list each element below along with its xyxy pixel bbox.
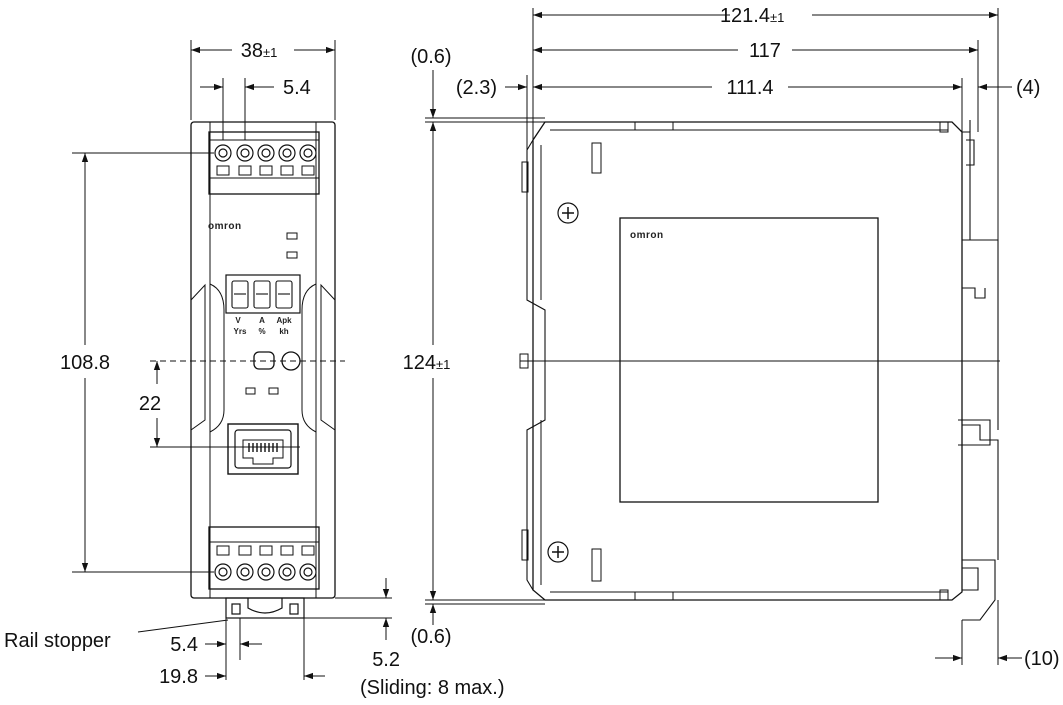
dim-stopper-note: (Sliding: 8 max.) bbox=[360, 677, 505, 699]
screw-icon bbox=[557, 202, 579, 224]
dim-height: 124 bbox=[403, 352, 436, 374]
unit-label: V bbox=[235, 316, 241, 325]
led-indicator bbox=[286, 251, 298, 259]
dim-body-depth: 117 bbox=[749, 40, 781, 62]
dim-bottom-gap: (0.6) bbox=[410, 626, 451, 648]
rail-stopper-label: Rail stopper bbox=[4, 630, 111, 652]
dim-right-step: (4) bbox=[1016, 77, 1040, 99]
front-dimension-lines bbox=[72, 40, 392, 680]
unit-label: % bbox=[258, 327, 265, 336]
brand-logo-side: omron bbox=[630, 230, 664, 241]
dim-left-step: (2.3) bbox=[456, 77, 497, 99]
led-indicator bbox=[286, 232, 298, 240]
dim-terminal-pitch: 5.4 bbox=[283, 77, 311, 99]
side-label-panel bbox=[619, 217, 879, 503]
dim-terminal-span: 108.8 bbox=[60, 352, 110, 374]
led-indicator bbox=[268, 387, 279, 395]
dim-port-offset: 22 bbox=[139, 393, 161, 415]
unit-label: A bbox=[259, 316, 265, 325]
screw-icon bbox=[547, 541, 569, 563]
dim-stopper-travel: 5.2 bbox=[372, 649, 400, 671]
dim-overall-depth: 121.4 bbox=[720, 5, 770, 27]
dim-height-tol: ±1 bbox=[436, 357, 450, 372]
dim-top-gap: (0.6) bbox=[410, 46, 451, 68]
unit-label: kh bbox=[279, 327, 288, 336]
dim-stopper-pitch: 5.4 bbox=[170, 634, 198, 656]
side-dimension-lines bbox=[425, 8, 1022, 665]
led-indicator bbox=[245, 387, 256, 395]
front-view bbox=[190, 121, 336, 619]
side-view bbox=[519, 120, 999, 621]
brand-logo-front: omron bbox=[208, 221, 242, 232]
dim-overall-depth-tol: ±1 bbox=[770, 10, 784, 25]
bottom-terminal-block bbox=[208, 526, 320, 590]
rail-stopper bbox=[225, 597, 305, 619]
dim-inner-depth: 111.4 bbox=[726, 77, 773, 99]
seven-segment-display bbox=[225, 274, 301, 314]
din-rail-clip bbox=[958, 120, 999, 621]
unit-label: Yrs bbox=[234, 327, 247, 336]
dim-front-width-tol: ±1 bbox=[263, 45, 277, 60]
display-digits bbox=[231, 280, 293, 309]
rj45-port bbox=[227, 423, 299, 475]
top-terminal-block bbox=[208, 131, 320, 195]
dim-front-width: 38 bbox=[241, 40, 263, 62]
dim-rail-clip: (10) bbox=[1024, 648, 1060, 670]
dim-stopper-width: 19.8 bbox=[159, 666, 198, 688]
side-body-outline bbox=[532, 121, 963, 601]
unit-label: Apk bbox=[276, 316, 292, 325]
